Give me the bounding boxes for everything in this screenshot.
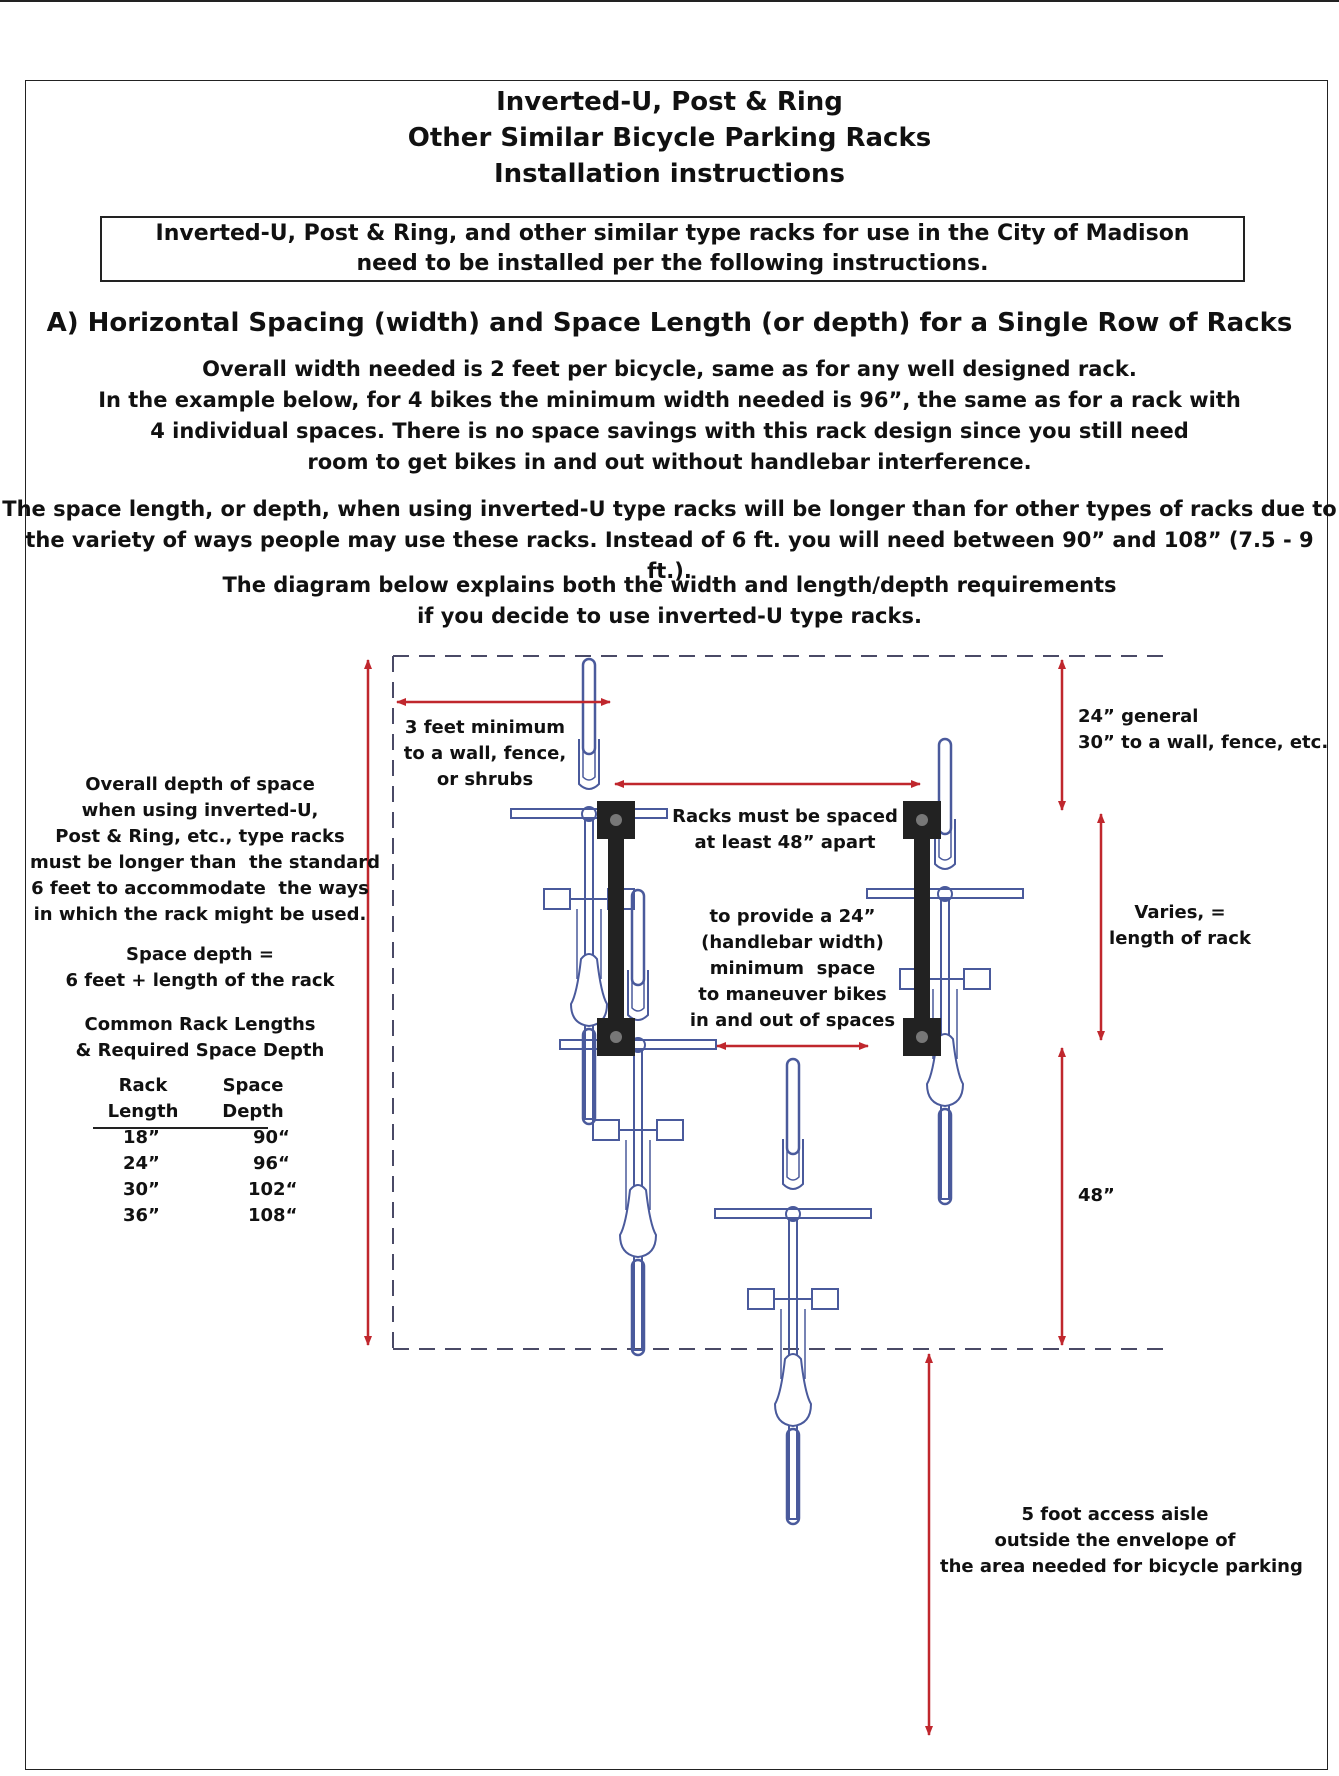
table-cell-depth: 96“ bbox=[253, 1153, 290, 1174]
table-cell-depth: 90“ bbox=[253, 1127, 290, 1148]
table-cell-depth: 102“ bbox=[248, 1179, 298, 1200]
rack-1-icon bbox=[597, 801, 635, 1056]
rack-length-table: Rack Length Space Depth 18” 90“ 24” 96“ … bbox=[88, 1073, 308, 1233]
provide-space-label: to provide a 24” (handlebar width) minim… bbox=[689, 906, 896, 1031]
rack-2-icon bbox=[903, 801, 941, 1056]
forty-eight-label: 48” bbox=[1078, 1185, 1115, 1206]
paragraph-2: The space length, or depth, when using i… bbox=[0, 494, 1339, 587]
access-aisle-label: 5 foot access aisle outside the envelope… bbox=[940, 1504, 1303, 1577]
general-clearance-label: 24” general 30” to a wall, fence, etc. bbox=[1078, 706, 1329, 753]
space-envelope bbox=[392, 655, 1165, 1350]
paragraph-3-line: if you decide to use inverted-U type rac… bbox=[417, 604, 922, 628]
varies-label: Varies, = length of rack bbox=[1109, 902, 1251, 949]
table-header-rule bbox=[93, 1127, 268, 1129]
table-cell-length: 24” bbox=[123, 1153, 160, 1174]
racks-spaced-label: Racks must be spaced at least 48” apart bbox=[672, 806, 898, 853]
paragraph-1-line: In the example below, for 4 bikes the mi… bbox=[98, 388, 1241, 412]
table-cell-length: 30” bbox=[123, 1179, 160, 1200]
common-lengths-label: Common Rack Lengths & Required Space Dep… bbox=[75, 1014, 325, 1061]
title-line-3: Installation instructions bbox=[493, 159, 846, 189]
space-depth-label: Space depth = 6 feet + length of the rac… bbox=[65, 944, 335, 991]
paragraph-1: Overall width needed is 2 feet per bicyc… bbox=[0, 354, 1339, 478]
title-line-2: Other Similar Bicycle Parking Racks bbox=[407, 123, 932, 153]
bike-4-icon bbox=[713, 1057, 873, 1526]
top-rule bbox=[0, 0, 1339, 2]
table-header-depth: Depth bbox=[222, 1101, 284, 1122]
paragraph-2-line: The space length, or depth, when using i… bbox=[2, 497, 1337, 521]
paragraph-3: The diagram below explains both the widt… bbox=[0, 570, 1339, 632]
notice-line-2: need to be installed per the following i… bbox=[356, 251, 989, 276]
table-cell-depth: 108“ bbox=[248, 1205, 298, 1226]
section-heading: A) Horizontal Spacing (width) and Space … bbox=[46, 308, 1293, 338]
paragraph-1-line: room to get bikes in and out without han… bbox=[307, 450, 1032, 474]
paragraph-1-line: 4 individual spaces. There is no space s… bbox=[150, 419, 1189, 443]
paragraph-1-line: Overall width needed is 2 feet per bicyc… bbox=[202, 357, 1137, 381]
paragraph-2-line: the variety of ways people may use these… bbox=[25, 528, 1314, 583]
table-cell-length: 18” bbox=[123, 1127, 160, 1148]
paragraph-3-line: The diagram below explains both the widt… bbox=[222, 573, 1117, 597]
table-cell-length: 36” bbox=[123, 1205, 160, 1226]
table-header-rack: Rack bbox=[118, 1075, 168, 1096]
table-header-space: Space bbox=[222, 1075, 284, 1096]
page-frame bbox=[25, 80, 1328, 1770]
three-feet-label: 3 feet minimum to a wall, fence, or shru… bbox=[403, 717, 567, 790]
table-header-length: Length bbox=[107, 1101, 179, 1122]
notice-box: Inverted-U, Post & Ring, and other simil… bbox=[100, 216, 1245, 282]
overall-depth-label: Overall depth of space when using invert… bbox=[30, 774, 380, 925]
title-line-1: Inverted-U, Post & Ring bbox=[496, 87, 843, 117]
notice-line-1: Inverted-U, Post & Ring, and other simil… bbox=[155, 221, 1190, 246]
